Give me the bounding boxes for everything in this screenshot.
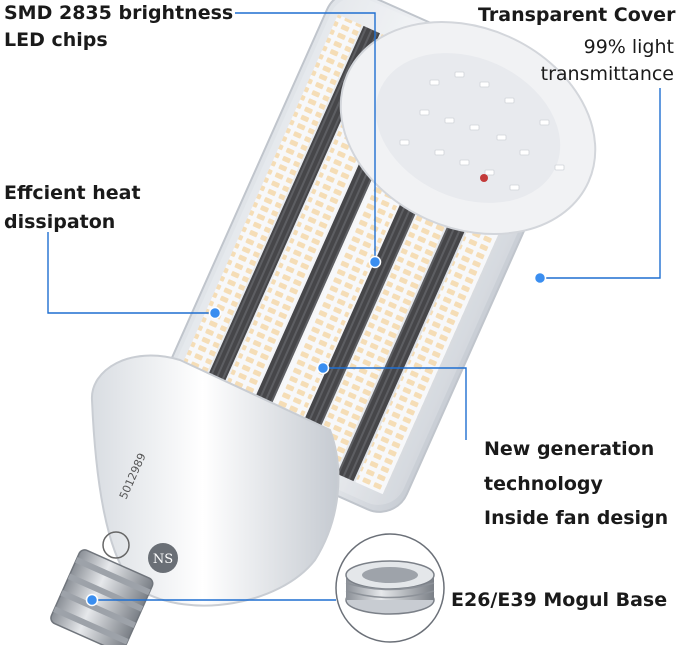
smd-label-line2: LED chips	[4, 29, 108, 51]
screw-base	[50, 549, 154, 645]
smd-label-line1: SMD 2835 brightness	[4, 2, 234, 24]
base-label: E26/E39 Mogul Base	[451, 589, 668, 611]
mogul-adapter	[345, 560, 435, 615]
callout-lines	[47, 12, 661, 601]
heat-label-line1: Effcient heat	[4, 182, 141, 204]
heat-label-line2: dissipaton	[4, 211, 116, 233]
cover-label-title: Transparent Cover	[478, 4, 676, 26]
cert-mark-icon	[102, 531, 130, 559]
cover-label-line3: transmittance	[540, 63, 674, 85]
brand-seal-text: NS	[153, 552, 173, 567]
tech-label-line2: technology	[484, 473, 603, 495]
tech-label-line3: Inside fan design	[484, 507, 669, 529]
tech-label-line1: New generation	[484, 438, 655, 460]
white-collar	[90, 354, 340, 607]
adapter-ring	[335, 533, 445, 643]
transparent-cover	[339, 21, 597, 235]
cover-label-line2: 99% light	[583, 36, 674, 58]
brand-seal-icon	[148, 543, 178, 573]
callout-dots	[85, 255, 547, 607]
